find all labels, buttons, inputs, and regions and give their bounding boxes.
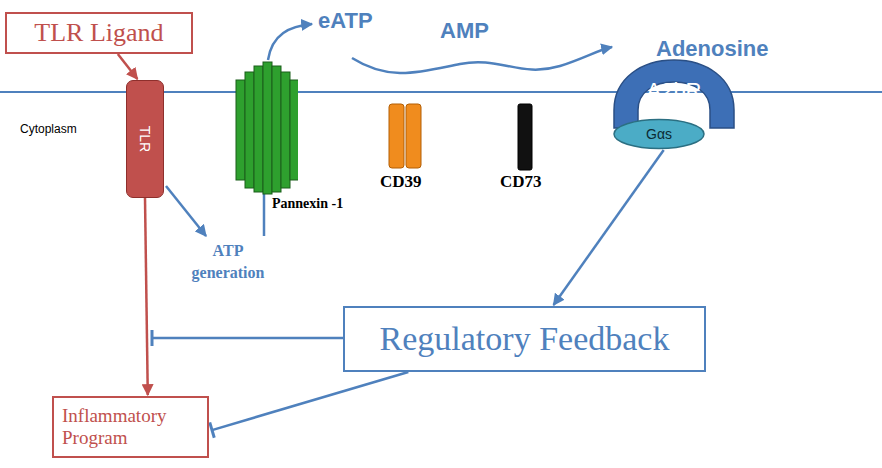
g-protein: Gαs: [612, 118, 706, 150]
channel-node: Pannexin -1: [232, 58, 372, 214]
atp-generation-arrow: [166, 186, 206, 236]
atp-to-pannexin-line: [263, 192, 266, 236]
atp-release-arrow: [268, 24, 312, 60]
metabolite-label: AMP: [440, 18, 489, 44]
node-text: Inflammatory Program: [62, 405, 199, 449]
cd39-enzyme: [378, 100, 434, 170]
node-text: Regulatory Feedback: [380, 320, 670, 358]
node-text: Gαs: [646, 126, 672, 142]
arrow-connector: [145, 198, 148, 395]
inhibition-line: [152, 337, 343, 340]
arrow-connector: [554, 150, 664, 305]
node-text: CD73: [500, 172, 542, 192]
enzyme-node: CD73: [498, 100, 558, 194]
process-label: ATP generation: [182, 240, 274, 284]
node-text: Pannexin -1: [272, 196, 343, 212]
compartment-label: Cytoplasm: [20, 122, 77, 136]
metabolite-label: eATP: [318, 8, 373, 34]
node-text: TLR Ligand: [34, 18, 163, 48]
ligand-box: TLR Ligand: [5, 12, 193, 54]
cd73-enzyme: [498, 100, 558, 172]
node-text: TLR: [137, 126, 153, 152]
inhibition-connector: [212, 372, 408, 430]
receptor-box: TLR: [126, 80, 164, 198]
feedback-box: Regulatory Feedback: [343, 306, 706, 372]
hydrolysis-wave-arrow: [352, 47, 612, 73]
receptor-dome: A2bR: [612, 58, 736, 130]
pannexin-channel: [232, 58, 298, 198]
enzyme-node: CD39: [378, 100, 434, 194]
metabolite-label: Adenosine: [656, 36, 768, 62]
node-text: CD39: [380, 172, 422, 192]
program-box: Inflammatory Program: [52, 396, 209, 458]
arrow-connector: [118, 54, 138, 79]
